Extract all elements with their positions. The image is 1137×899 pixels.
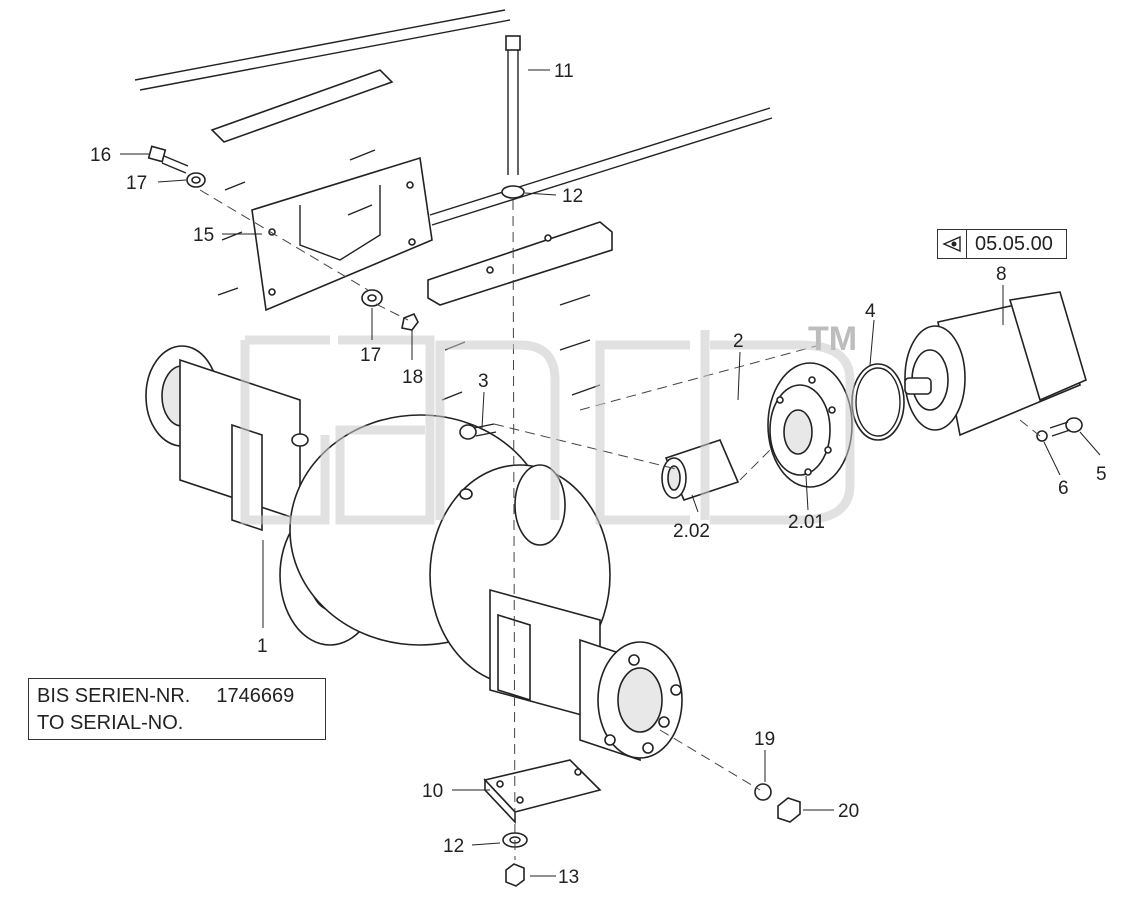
callout-3: 3 — [478, 371, 489, 392]
sleeve-2-02 — [661, 439, 740, 501]
callout-12-top: 12 — [562, 186, 583, 207]
reference-box[interactable]: 05.05.00 — [937, 229, 1067, 259]
small-bolt-16 — [147, 145, 206, 188]
callout-17-top: 17 — [126, 173, 147, 194]
callout-labels: 16 17 15 11 12 17 18 3 2 4 8 5 6 2.01 2.… — [90, 61, 1107, 888]
frame-rails — [134, 9, 773, 226]
callout-2: 2 — [733, 331, 744, 352]
callout-15: 15 — [193, 225, 214, 246]
callout-20: 20 — [838, 801, 859, 822]
callout-17-mid: 17 — [360, 345, 381, 366]
bracket-plate — [210, 69, 433, 312]
cross-member — [427, 221, 613, 401]
callout-10: 10 — [422, 781, 443, 802]
callout-5: 5 — [1096, 464, 1107, 485]
motor-8 — [904, 291, 1087, 437]
serial-label-de: BIS SERIEN-NR. — [37, 685, 191, 707]
reference-code: 05.05.00 — [975, 232, 1053, 255]
callout-8: 8 — [996, 264, 1007, 285]
callout-13: 13 — [558, 867, 579, 888]
long-bolt — [501, 35, 525, 199]
leader-lines — [120, 69, 1101, 877]
watermark-tm: TM — [808, 320, 857, 358]
axle-housing — [145, 345, 683, 762]
serial-number: 1746669 — [216, 685, 295, 707]
watermark: TM — [240, 320, 857, 525]
washer-nut-mid — [361, 289, 419, 331]
callout-18: 18 — [402, 367, 423, 388]
bolt-5 — [1036, 417, 1083, 442]
o-ring-4 — [851, 363, 905, 441]
view-eye-icon — [938, 230, 967, 258]
bolt-3 — [459, 423, 497, 440]
serial-line-1: BIS SERIEN-NR. 1746669 — [37, 683, 317, 710]
callout-2-02: 2.02 — [673, 521, 710, 542]
serial-line-2: TO SERIAL-NO. — [37, 712, 184, 734]
callout-2-01: 2.01 — [788, 512, 825, 533]
callout-1: 1 — [257, 636, 268, 657]
callout-16: 16 — [90, 145, 111, 166]
serial-note: BIS SERIEN-NR. 1746669 TO SERIAL-NO. — [28, 678, 326, 740]
callout-6: 6 — [1058, 478, 1069, 499]
callout-19: 19 — [754, 729, 775, 750]
callout-11: 11 — [554, 61, 574, 82]
plate-10 — [483, 759, 602, 825]
callout-12-bottom: 12 — [443, 836, 464, 857]
callout-4: 4 — [865, 301, 876, 322]
brake-2-01 — [767, 362, 853, 488]
nuts-19-20 — [754, 783, 801, 823]
assembly-axes — [199, 189, 1041, 861]
